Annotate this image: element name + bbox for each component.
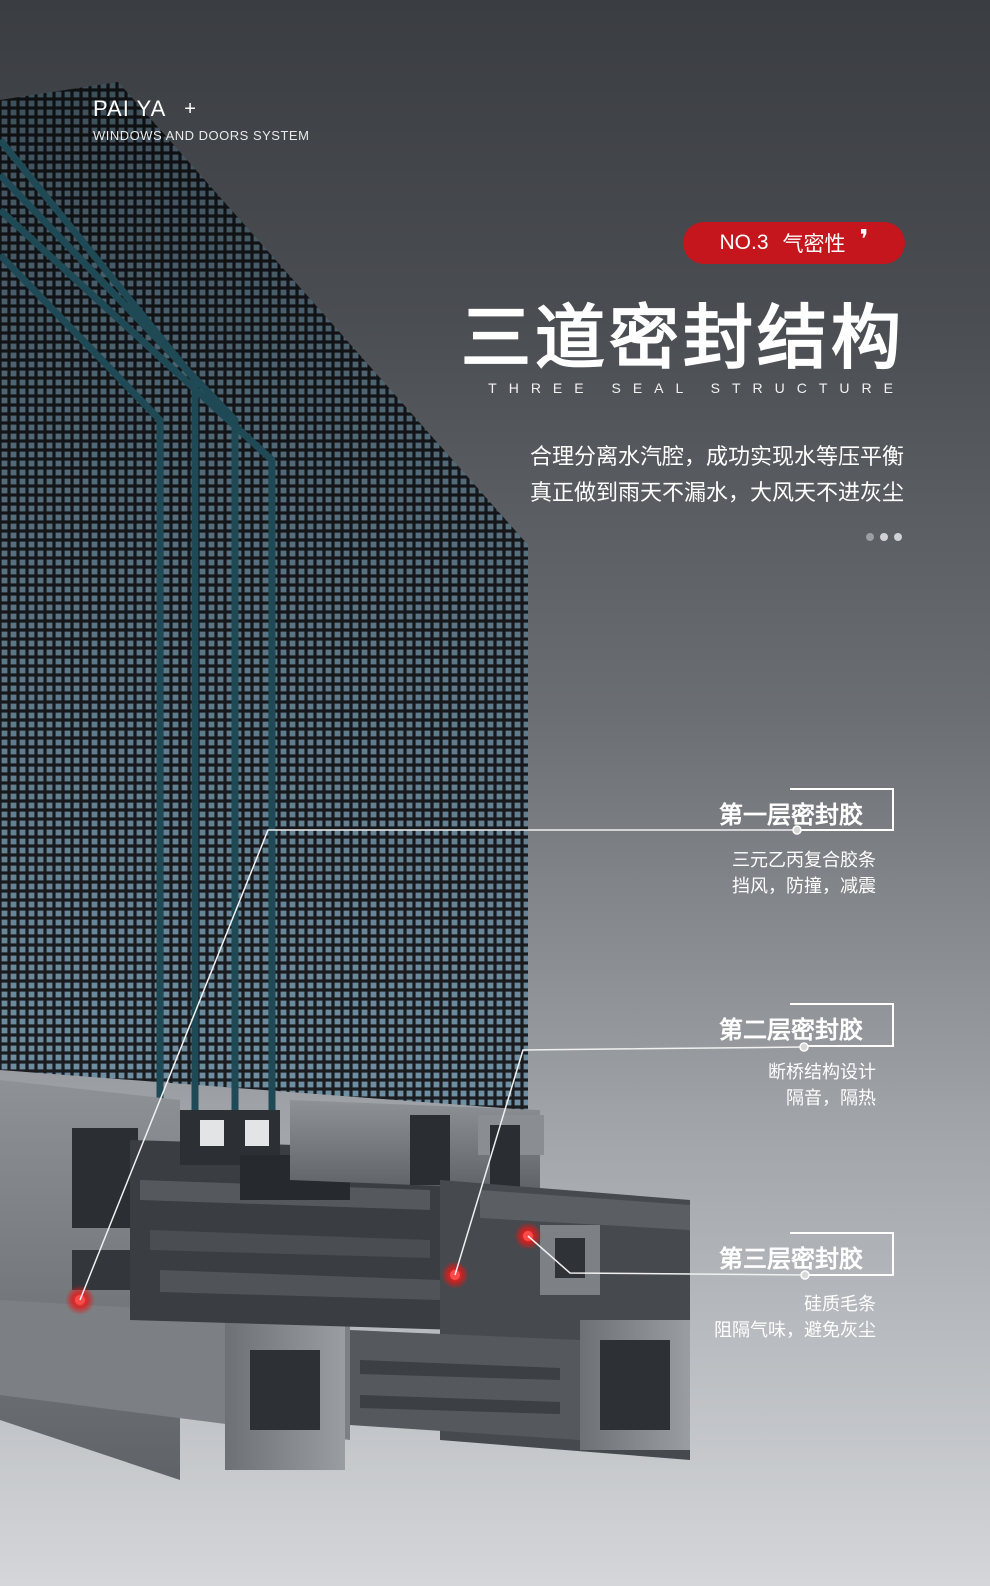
- callout-endpoints: [792, 825, 810, 1280]
- plus-icon: +: [184, 97, 197, 120]
- pagination-dot: [866, 533, 874, 541]
- page-subtitle: THREE SEAL STRUCTURE: [488, 380, 905, 396]
- callout-lines: [79, 829, 806, 1301]
- brand-name: PAI YA +: [93, 96, 309, 122]
- seal-3-desc-line-2: 阻隔气味，避免灰尘: [714, 1320, 876, 1341]
- badge-label: 气密性: [782, 232, 846, 256]
- pagination-dots: [866, 533, 902, 541]
- seal-2-desc-line-2: 隔音，隔热: [786, 1088, 876, 1109]
- brand-name-text: PAI YA: [93, 96, 167, 121]
- seal-2-description: 断桥结构设计 隔音，隔热: [768, 1060, 876, 1112]
- brand-subtitle: WINDOWS AND DOORS SYSTEM: [93, 128, 310, 143]
- description: 合理分离水汽腔，成功实现水等压平衡 真正做到雨天不漏水，大风天不进灰尘: [530, 440, 904, 512]
- seal-2-title: 第二层密封胶: [719, 1016, 863, 1044]
- page-title: 三道密封结构: [461, 297, 905, 379]
- callout-brackets: [790, 788, 894, 1276]
- seal-1-desc-line-1: 三元乙丙复合胶条: [732, 850, 876, 871]
- seal-1-description: 三元乙丙复合胶条 挡风，防撞，减震: [732, 848, 876, 900]
- seal-1-desc-line-2: 挡风，防撞，减震: [732, 876, 876, 897]
- aluminum-profile: [0, 1080, 690, 1480]
- badge-number: NO.3: [719, 231, 769, 254]
- pagination-dot: [894, 533, 902, 541]
- seal-3-desc-line-1: 硅质毛条: [804, 1294, 876, 1315]
- glass-panes: [0, 137, 276, 1115]
- description-line-2: 真正做到雨天不漏水，大风天不进灰尘: [529, 481, 904, 506]
- pagination-dot: [880, 533, 888, 541]
- seal-3-description: 硅质毛条 阻隔气味，避免灰尘: [714, 1292, 876, 1344]
- section-badge: NO.3 气密性 ❜: [683, 222, 905, 264]
- seal-3-title: 第三层密封胶: [719, 1245, 863, 1273]
- description-line-1: 合理分离水汽腔，成功实现水等压平衡: [529, 445, 904, 470]
- brand-logo: PAI YA + WINDOWS AND DOORS SYSTEM: [93, 96, 309, 143]
- seal-1-title: 第一层密封胶: [719, 801, 863, 829]
- seal-2-desc-line-1: 断桥结构设计: [768, 1062, 876, 1083]
- quote-mark-icon: ❜: [859, 225, 869, 255]
